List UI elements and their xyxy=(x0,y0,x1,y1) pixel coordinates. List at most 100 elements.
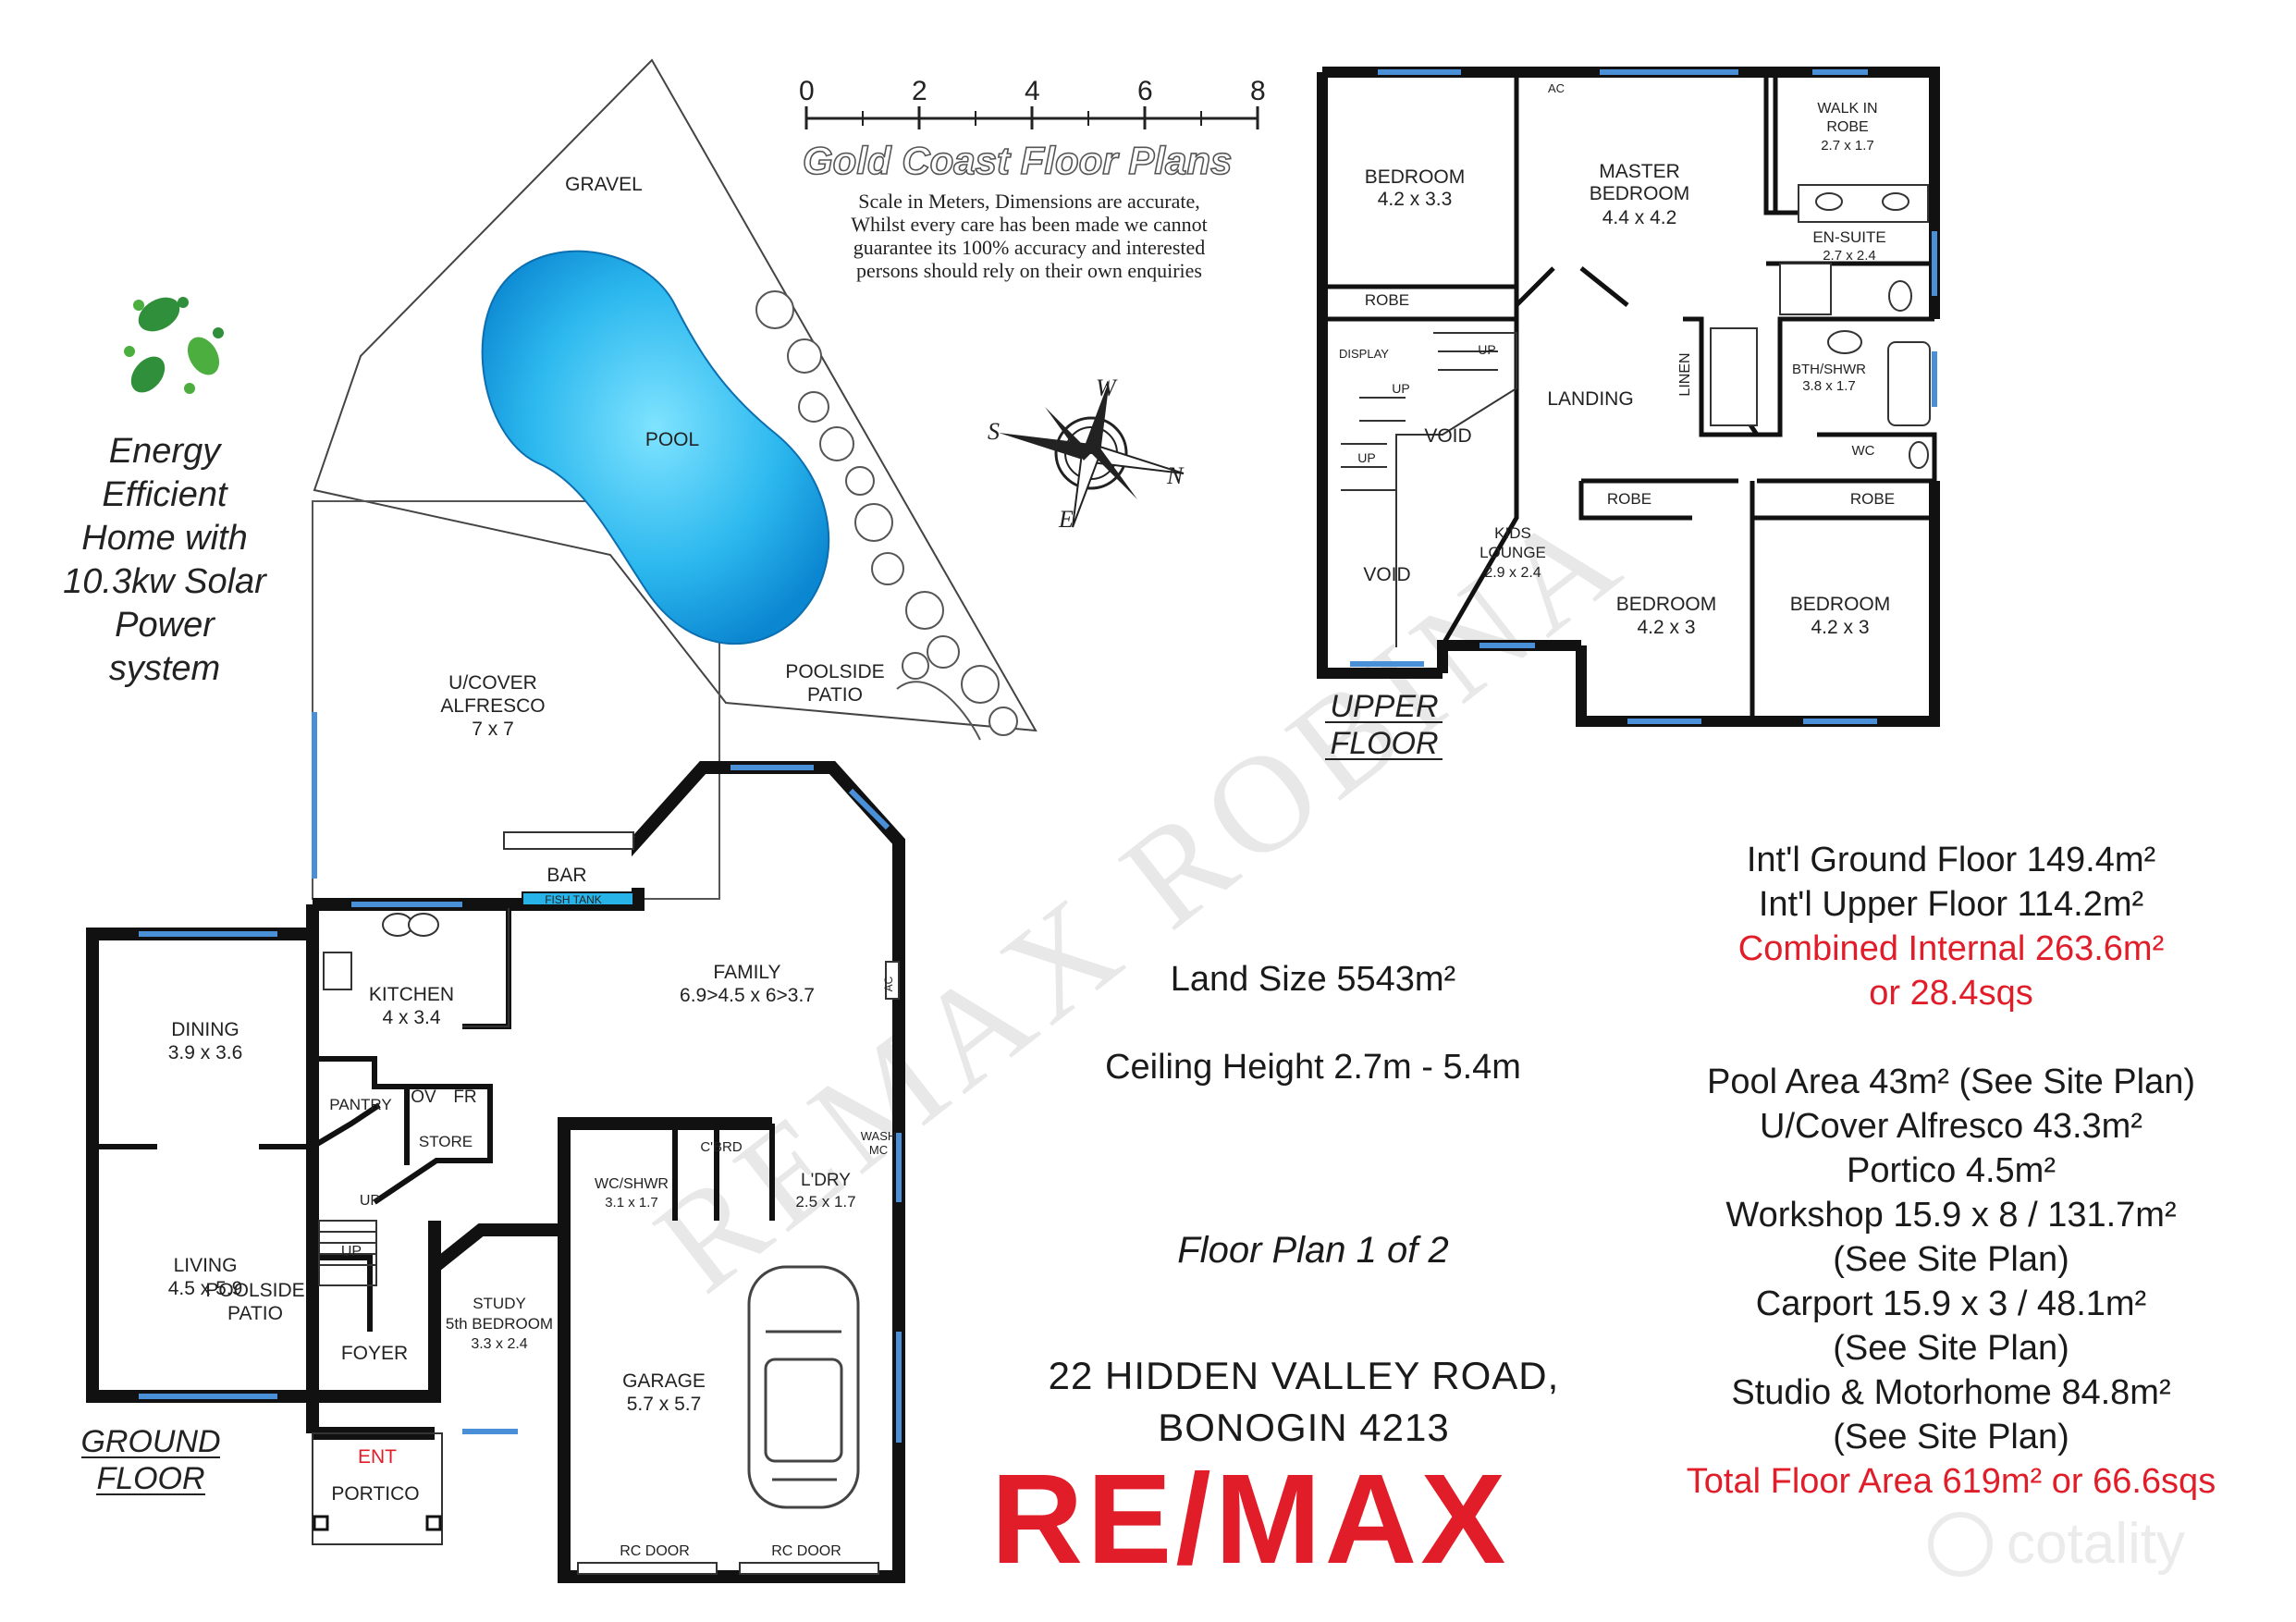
area-portico: Portico 4.5m² xyxy=(1847,1151,2056,1190)
area-combined-sqs: or 28.4sqs xyxy=(1869,974,2033,1013)
disclaimer-line: guarantee its 100% accuracy and interest… xyxy=(853,236,1206,259)
room-label: EN-SUITE xyxy=(1812,228,1885,246)
room-label: ALFRESCO xyxy=(440,695,545,717)
room-label: FR xyxy=(453,1087,476,1107)
room-dim: 4.5 x 5.9 xyxy=(168,1278,243,1299)
room-dim: 3.8 x 1.7 xyxy=(1802,378,1856,394)
room-dim: 4.4 x 4.2 xyxy=(1602,207,1677,228)
room-dim: 6.9>4.5 x 6>3.7 xyxy=(680,985,815,1006)
room-label: PORTICO xyxy=(331,1483,419,1505)
upper-floor-title: UPPER FLOOR xyxy=(1325,689,1443,761)
scale-tick-label: 8 xyxy=(1250,76,1266,106)
area-studio: Studio & Motorhome 84.8m² xyxy=(1731,1373,2171,1412)
room-label: WC xyxy=(1852,443,1875,459)
stair-label: UP xyxy=(360,1193,380,1209)
svg-text:GROUND: GROUND xyxy=(80,1424,220,1459)
address-line-1: 22 HIDDEN VALLEY ROAD, xyxy=(1048,1354,1560,1397)
area-upper: Int'l Upper Floor 114.2m² xyxy=(1758,885,2144,924)
room-label: DINING xyxy=(171,1019,239,1040)
room-dim: 2.9 x 2.4 xyxy=(1484,565,1541,581)
room-label: FAMILY xyxy=(713,962,780,983)
upper-floor-labels: BEDROOM 4.2 x 3.3 ROBE MASTER BEDROOM 4.… xyxy=(1339,81,1895,638)
scale-tick-label: 4 xyxy=(1025,76,1040,106)
ac-label: AC xyxy=(1548,81,1565,95)
door-label: RC DOOR xyxy=(771,1543,841,1559)
svg-text:10.3kw Solar: 10.3kw Solar xyxy=(63,562,267,601)
disclaimer-line: Scale in Meters, Dimensions are accurate… xyxy=(858,190,1200,213)
room-label: MASTER xyxy=(1599,161,1680,182)
svg-text:FLOOR: FLOOR xyxy=(96,1461,204,1496)
area-carport: Carport 15.9 x 3 / 48.1m² xyxy=(1755,1284,2147,1323)
room-label: POOLSIDE xyxy=(785,661,884,682)
svg-text:RE/MAX: RE/MAX xyxy=(991,1448,1510,1591)
ground-floor-labels: GRAVEL POOL POOLSIDE PATIO U/COVER ALFRE… xyxy=(168,174,897,1559)
room-label: ROBE xyxy=(1607,490,1651,508)
svg-text:UPPER: UPPER xyxy=(1330,689,1438,724)
room-label: VOID xyxy=(1363,564,1410,585)
stair-label: UP xyxy=(1392,381,1409,396)
svg-text:Energy: Energy xyxy=(109,432,222,471)
land-size: Land Size 5543m² xyxy=(1170,960,1456,999)
room-label: LIVING xyxy=(174,1255,238,1276)
room-dim: 2.5 x 1.7 xyxy=(795,1193,855,1210)
address-line-2: BONOGIN 4213 xyxy=(1158,1406,1450,1449)
svg-text:cotality: cotality xyxy=(2007,1512,2185,1576)
room-dim: 2.7 x 1.7 xyxy=(1821,138,1874,154)
room-label: LINEN xyxy=(1677,352,1693,396)
room-label: POOL xyxy=(645,429,699,450)
room-dim: 7 x 7 xyxy=(472,719,514,740)
svg-text:Efficient: Efficient xyxy=(102,475,228,514)
svg-text:system: system xyxy=(109,649,220,688)
room-label: ROBE xyxy=(1365,291,1409,309)
stair-label: UP xyxy=(1357,450,1375,465)
room-label: GARAGE xyxy=(622,1370,706,1392)
upper-floor-plan xyxy=(1317,67,1940,727)
svg-text:E: E xyxy=(1058,506,1074,533)
room-label: BAR xyxy=(546,865,586,886)
room-label: WC/SHWR xyxy=(595,1176,669,1192)
room-label: KITCHEN xyxy=(369,984,454,1005)
pool-shape xyxy=(481,250,830,645)
room-label: PATIO xyxy=(807,684,863,706)
room-label: WASH xyxy=(861,1129,897,1143)
room-label: GRAVEL xyxy=(565,174,643,195)
scale-tick-label: 2 xyxy=(912,76,927,106)
room-label: BEDROOM xyxy=(1590,183,1690,204)
room-label: PANTRY xyxy=(329,1096,391,1113)
room-label: U/COVER xyxy=(448,672,537,694)
entry-label: ENT xyxy=(358,1446,397,1468)
room-label: OV xyxy=(411,1087,436,1107)
brand-title: Gold Coast Floor Plans xyxy=(803,139,1232,182)
room-label: STUDY xyxy=(473,1295,526,1312)
plan-number: Floor Plan 1 of 2 xyxy=(1177,1230,1449,1271)
area-carport-note: (See Site Plan) xyxy=(1833,1329,2069,1368)
room-label: VOID xyxy=(1424,425,1471,447)
room-dim: 3.3 x 2.4 xyxy=(471,1336,527,1352)
room-label: L'DRY xyxy=(801,1171,851,1190)
remax-logo: RE/MAX xyxy=(991,1448,1510,1591)
area-workshop: Workshop 15.9 x 8 / 131.7m² xyxy=(1725,1196,2177,1235)
ground-floor-title: GROUND FLOOR xyxy=(80,1424,220,1496)
svg-text:Home with: Home with xyxy=(81,519,248,558)
svg-text:N: N xyxy=(1166,462,1185,489)
room-label: DISPLAY xyxy=(1339,347,1389,361)
ceiling-height: Ceiling Height 2.7m - 5.4m xyxy=(1105,1048,1521,1087)
area-ground: Int'l Ground Floor 149.4m² xyxy=(1746,841,2156,879)
room-label: STORE xyxy=(419,1133,473,1150)
room-label: BEDROOM xyxy=(1365,166,1466,188)
room-label: BTH/SHWR xyxy=(1792,362,1866,377)
room-label: ROBE xyxy=(1826,119,1868,135)
energy-text: Energy Efficient Home with 10.3kw Solar … xyxy=(63,432,267,688)
area-studio-note: (See Site Plan) xyxy=(1833,1418,2069,1456)
compass-rose-icon: S W N E xyxy=(988,375,1185,533)
stair-label: UP xyxy=(341,1244,362,1260)
room-label: MC xyxy=(869,1143,888,1157)
room-dim: 3.9 x 3.6 xyxy=(168,1042,243,1063)
stair-label: UP xyxy=(1478,342,1495,357)
area-alfresco: U/Cover Alfresco 43.3m² xyxy=(1760,1107,2143,1146)
disclaimer-line: Whilst every care has been made we canno… xyxy=(851,213,1207,236)
svg-text:Power: Power xyxy=(115,606,215,645)
area-combined: Combined Internal 263.6m² xyxy=(1737,929,2165,968)
cotality-watermark: cotality xyxy=(1928,1512,2185,1577)
